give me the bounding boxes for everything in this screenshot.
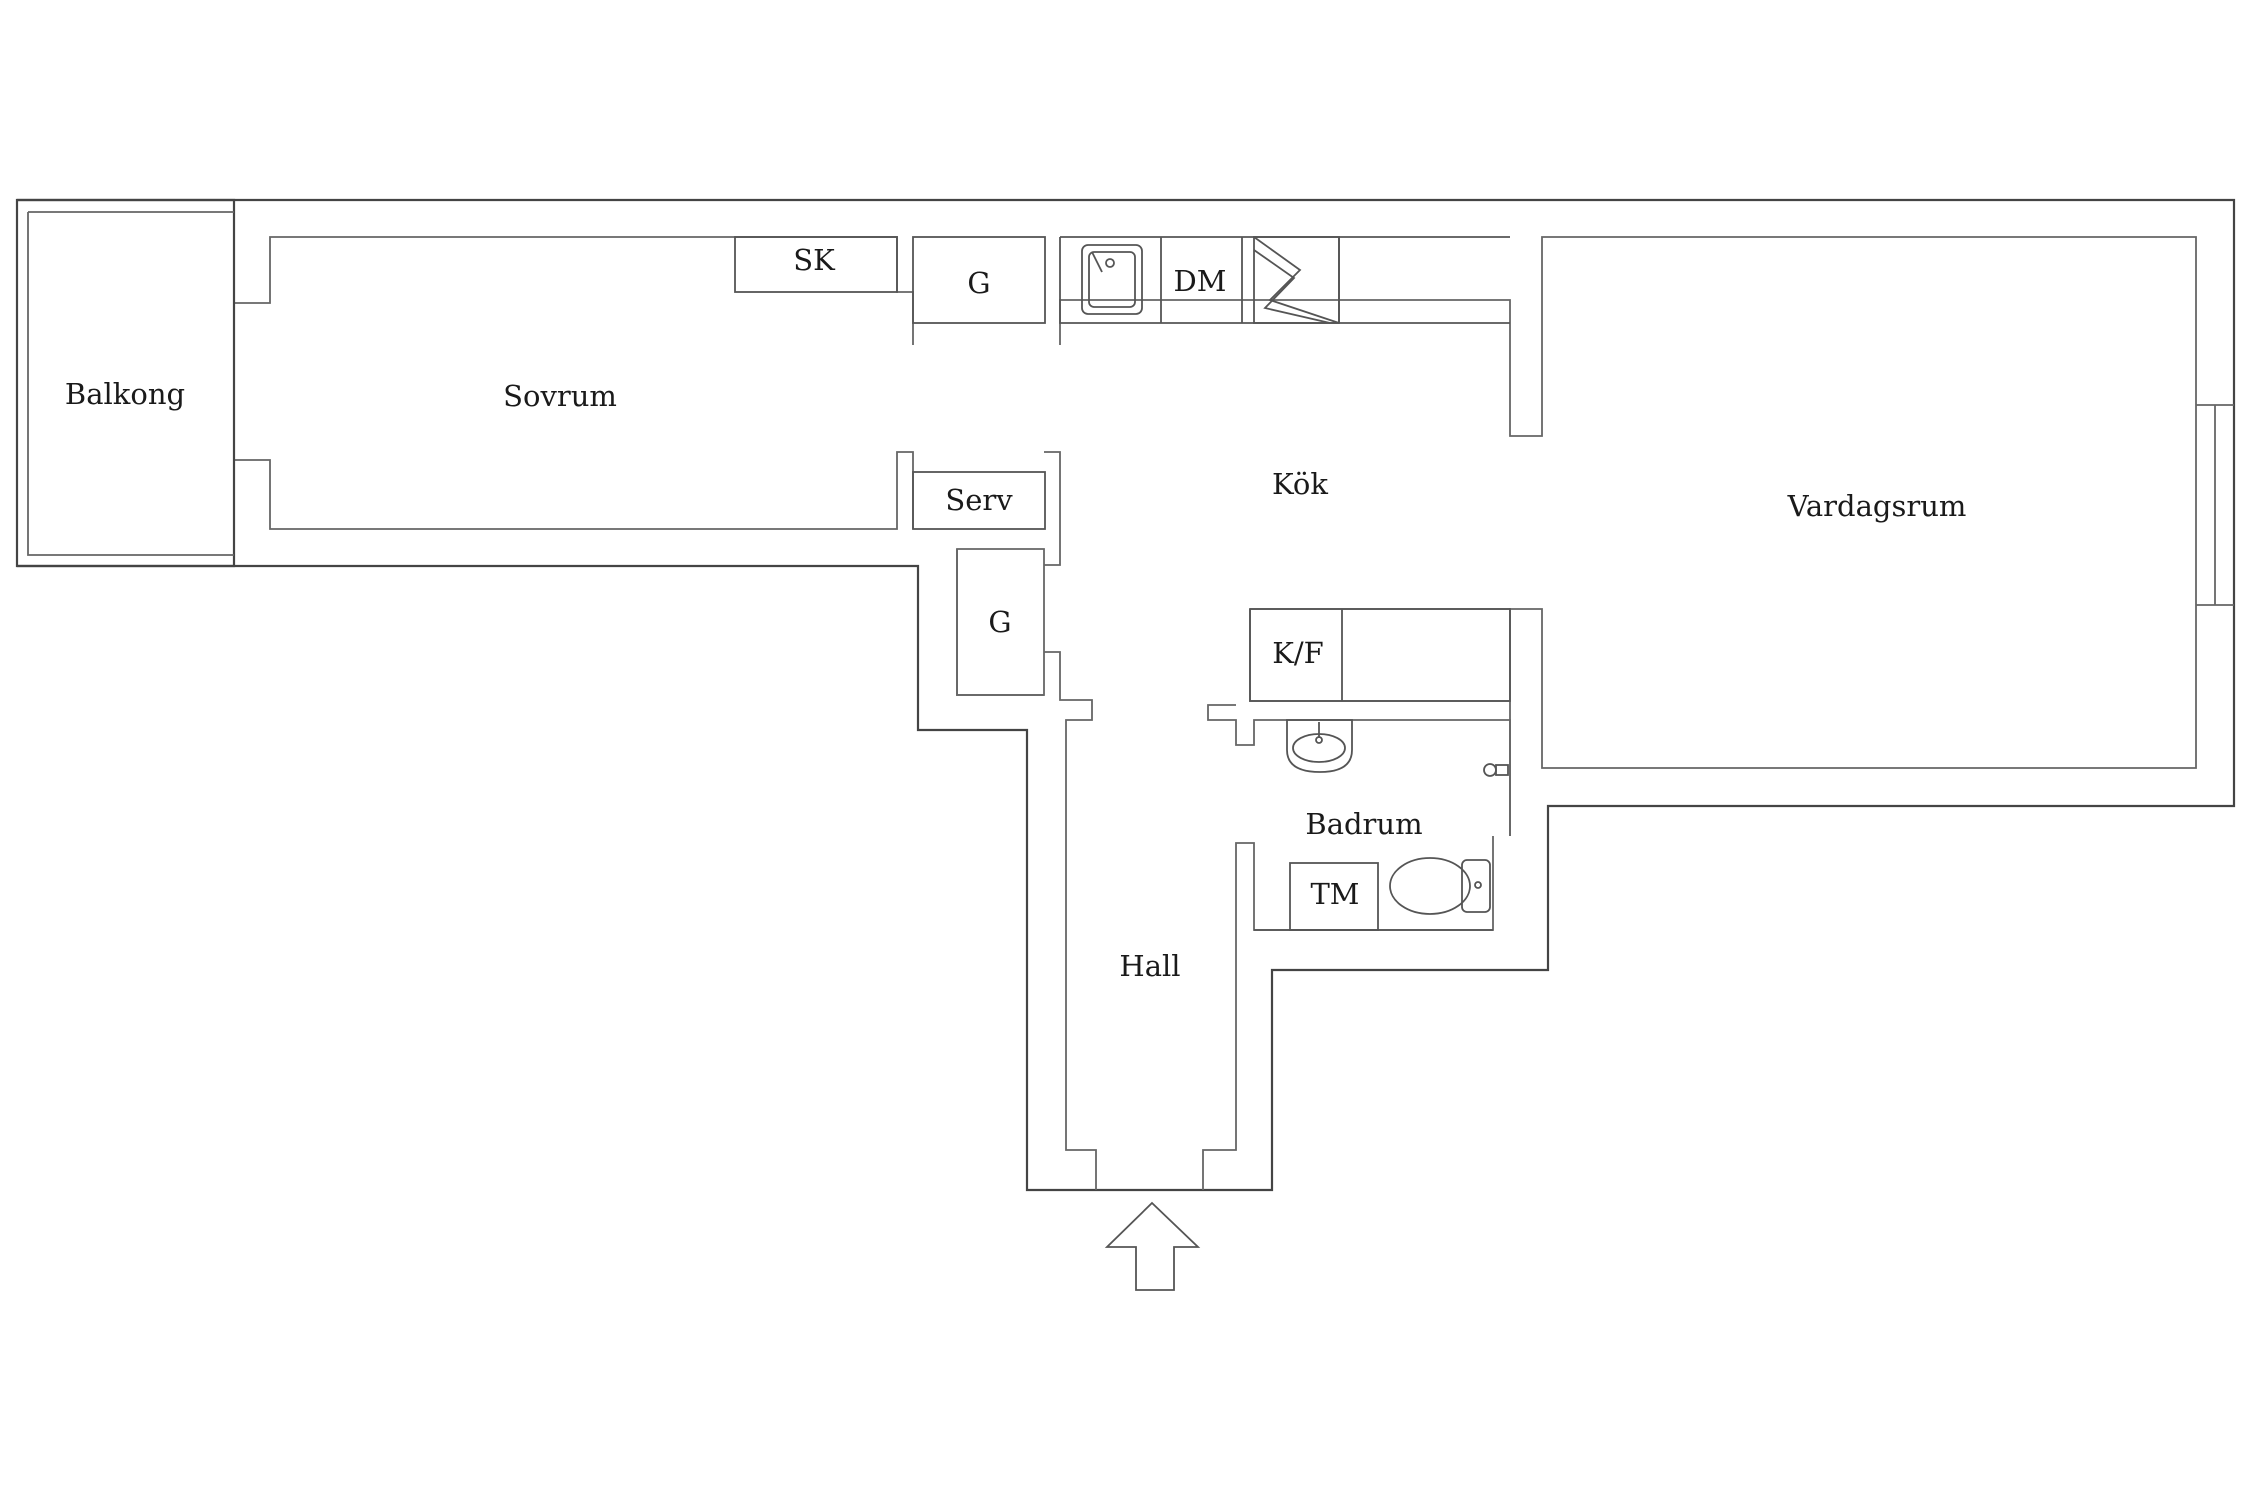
fixture-label-dm: DM	[1174, 264, 1227, 298]
room-label-sovrum: Sovrum	[503, 379, 617, 413]
hall-closet	[956, 549, 1044, 696]
sink-icon	[1081, 244, 1143, 315]
room-label-kok: Kök	[1272, 467, 1328, 501]
serv-cabinet	[912, 471, 1046, 530]
washbasin-icon	[1286, 719, 1353, 773]
fixture-label-kf: K/F	[1272, 636, 1324, 670]
fixture-label-g-kitchen: G	[967, 266, 990, 300]
entrance-arrow-icon	[1104, 1201, 1201, 1291]
kf-counter	[1249, 608, 1511, 702]
shower-icon	[1483, 763, 1509, 777]
stove-icon	[1253, 236, 1340, 324]
outer-walls	[15, 198, 2236, 1192]
fixture-label-tm: TM	[1310, 877, 1359, 911]
room-label-balkong: Balkong	[65, 377, 185, 411]
fixture-label-serv: Serv	[945, 483, 1013, 517]
room-label-vardagsrum: Vardagsrum	[1787, 489, 1967, 523]
room-label-hall: Hall	[1119, 949, 1180, 983]
fixture-label-g-hall: G	[988, 605, 1011, 639]
room-label-badrum: Badrum	[1305, 807, 1422, 841]
bathroom-fixtures	[1254, 719, 1509, 931]
balcony	[17, 198, 236, 568]
kitchen-counter	[912, 236, 1510, 324]
sk-closet	[734, 236, 898, 293]
toilet-icon	[1389, 857, 1491, 915]
fixture-label-sk: SK	[793, 243, 836, 277]
